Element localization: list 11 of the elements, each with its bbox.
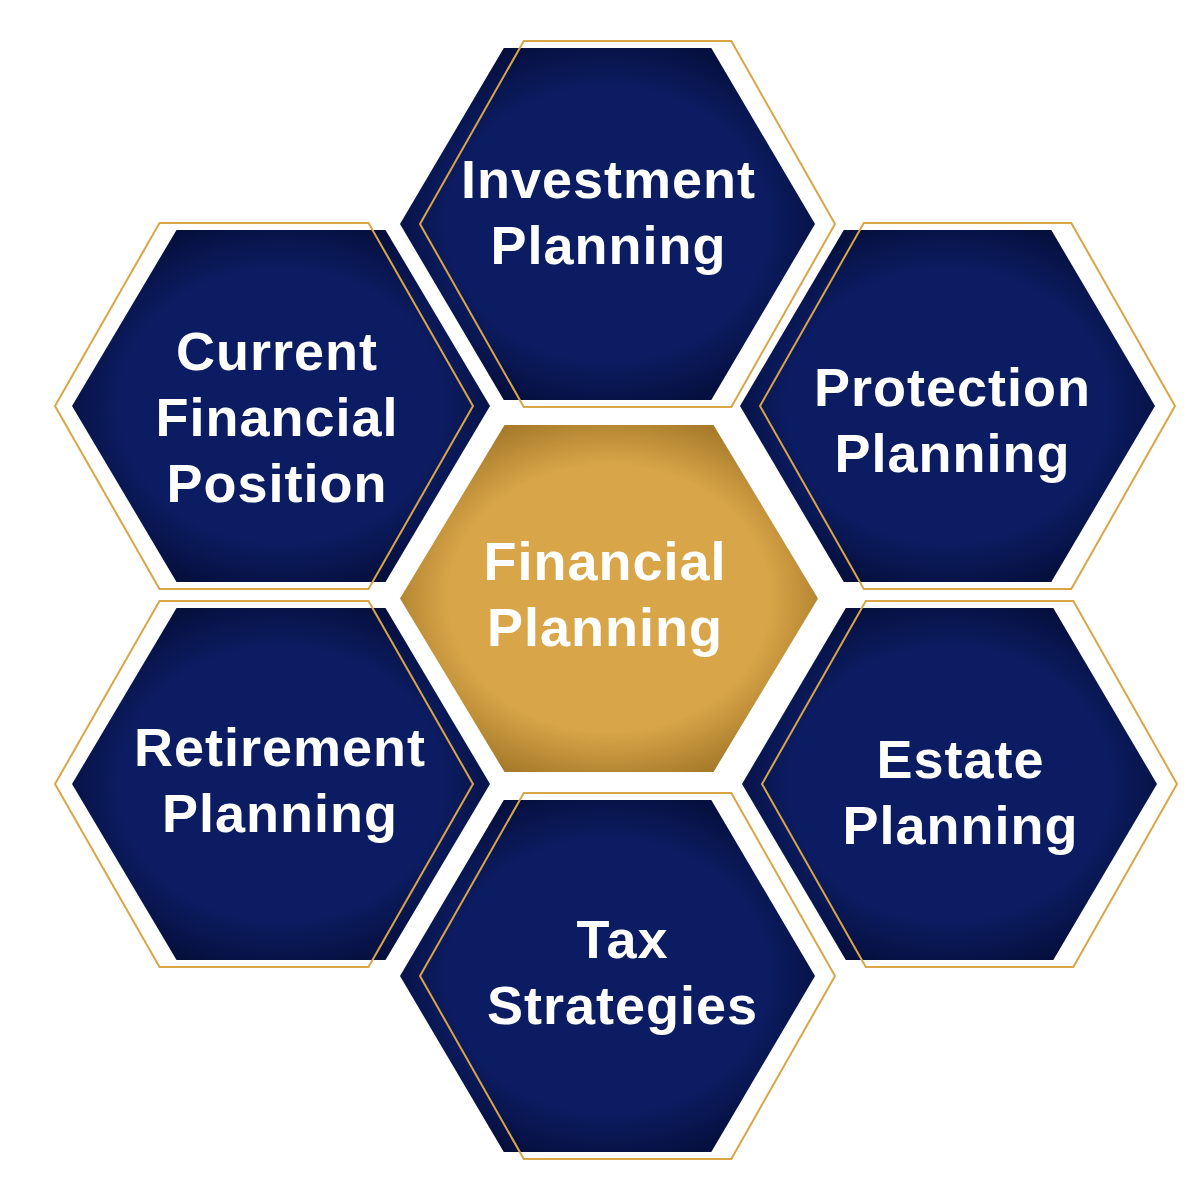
topic-title: Current Financial Position <box>155 320 399 515</box>
hexagon-tile <box>55 600 490 968</box>
hexagon-tile <box>400 792 835 1160</box>
topic-title: Financial Planning <box>483 529 727 659</box>
topic-title: Estate Planning <box>842 728 1079 857</box>
topic-title: Protection Planning <box>814 356 1091 485</box>
hexagon-tile <box>742 600 1177 968</box>
topic-title: Investment Planning <box>460 148 757 277</box>
topic-title: Retirement Planning <box>133 716 427 845</box>
hexagon-tile <box>740 222 1175 590</box>
topic-title: Tax Strategies <box>486 908 759 1037</box>
